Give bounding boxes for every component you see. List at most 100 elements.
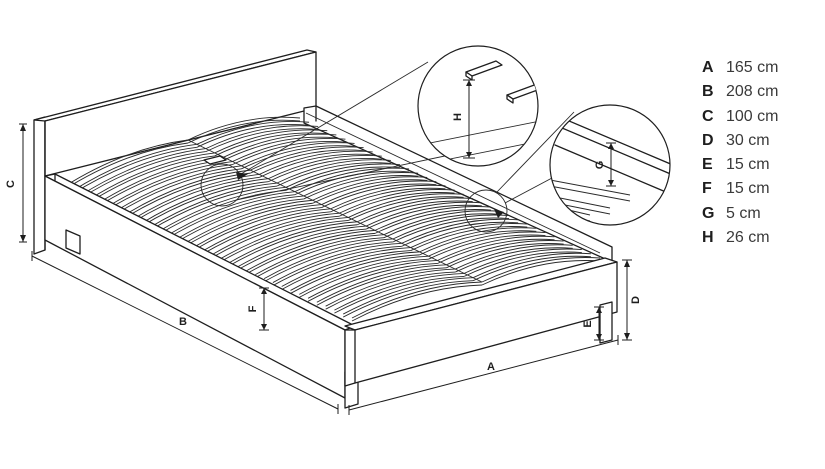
slat xyxy=(428,234,546,260)
slat xyxy=(339,189,455,214)
slat xyxy=(196,121,310,145)
slat xyxy=(307,260,438,299)
slat xyxy=(184,202,313,247)
slat xyxy=(79,151,206,200)
legend-value: 100 cm xyxy=(726,107,779,125)
slat xyxy=(446,240,564,266)
dim-label-e: E xyxy=(582,320,594,327)
slat xyxy=(184,199,313,244)
slat xyxy=(339,192,455,217)
slat xyxy=(334,272,465,311)
dim-label-f: F xyxy=(247,305,259,312)
slat xyxy=(312,176,428,201)
dim-label-d: D xyxy=(630,296,642,304)
slat xyxy=(246,229,376,272)
slat xyxy=(365,201,482,227)
slat xyxy=(330,184,446,210)
slat xyxy=(105,164,233,212)
slat xyxy=(61,139,189,189)
slat xyxy=(267,155,382,180)
slat xyxy=(246,232,376,275)
legend-key: G xyxy=(702,204,715,222)
slat xyxy=(167,191,295,236)
slat xyxy=(303,175,419,200)
slat xyxy=(481,260,601,286)
slat xyxy=(281,250,411,290)
slat xyxy=(187,116,301,141)
slat xyxy=(307,263,438,302)
slat xyxy=(237,228,367,271)
dimension-c xyxy=(19,123,27,243)
legend-key: F xyxy=(702,180,712,198)
slat xyxy=(351,284,483,322)
slat xyxy=(241,142,355,167)
slat xyxy=(202,208,331,252)
slat xyxy=(410,223,528,248)
slat xyxy=(176,198,304,243)
slat xyxy=(202,211,331,255)
slat xyxy=(272,245,402,286)
slat xyxy=(219,220,349,263)
legend-key: D xyxy=(702,131,714,149)
slat xyxy=(285,166,401,191)
slat xyxy=(114,168,242,216)
slat xyxy=(351,281,483,319)
slat xyxy=(241,145,355,170)
dim-label-a: A xyxy=(487,361,495,373)
slat xyxy=(383,213,501,239)
slat xyxy=(455,247,573,273)
slat xyxy=(232,138,346,162)
slat xyxy=(334,275,465,314)
slat xyxy=(299,258,429,298)
footboard xyxy=(344,257,618,387)
slat xyxy=(365,204,482,230)
slat xyxy=(419,230,537,256)
right-side-rail xyxy=(303,105,613,263)
slat xyxy=(105,161,233,209)
dimension-a xyxy=(348,335,619,415)
slat xyxy=(343,277,474,315)
slat xyxy=(132,173,260,220)
slat xyxy=(281,247,411,287)
slat xyxy=(325,271,456,310)
slat xyxy=(374,206,491,231)
slat xyxy=(149,185,278,231)
slat xyxy=(419,227,537,253)
dimension-b xyxy=(31,251,339,414)
slat xyxy=(276,159,391,184)
slat xyxy=(383,210,501,236)
slat xyxy=(272,242,402,283)
slat xyxy=(290,251,420,291)
slat xyxy=(187,119,301,144)
detail-marker-slat-height xyxy=(200,163,244,207)
detail-g-slat-thickness xyxy=(549,104,671,226)
dim-label-c: C xyxy=(5,180,17,188)
detail-h-slat-spacing xyxy=(417,45,539,167)
slat xyxy=(219,217,349,260)
legend-value: 26 cm xyxy=(726,229,770,247)
slat xyxy=(259,150,373,175)
slat xyxy=(428,231,546,257)
slat xyxy=(263,241,393,282)
legend-value: 5 cm xyxy=(726,204,761,222)
slat xyxy=(193,204,322,248)
dim-label-h: H xyxy=(452,113,464,121)
slat xyxy=(70,146,197,196)
slat xyxy=(223,133,337,158)
legend-key: B xyxy=(702,83,714,101)
slat xyxy=(205,128,319,153)
slat xyxy=(472,252,591,279)
dimension-f xyxy=(259,287,269,331)
slat xyxy=(463,248,582,274)
slat xyxy=(211,215,340,259)
dimension-e xyxy=(594,306,604,341)
slat xyxy=(374,209,491,234)
slat xyxy=(348,193,464,218)
slat xyxy=(255,237,385,279)
slat xyxy=(250,146,364,171)
legend-value: 208 cm xyxy=(726,83,779,101)
